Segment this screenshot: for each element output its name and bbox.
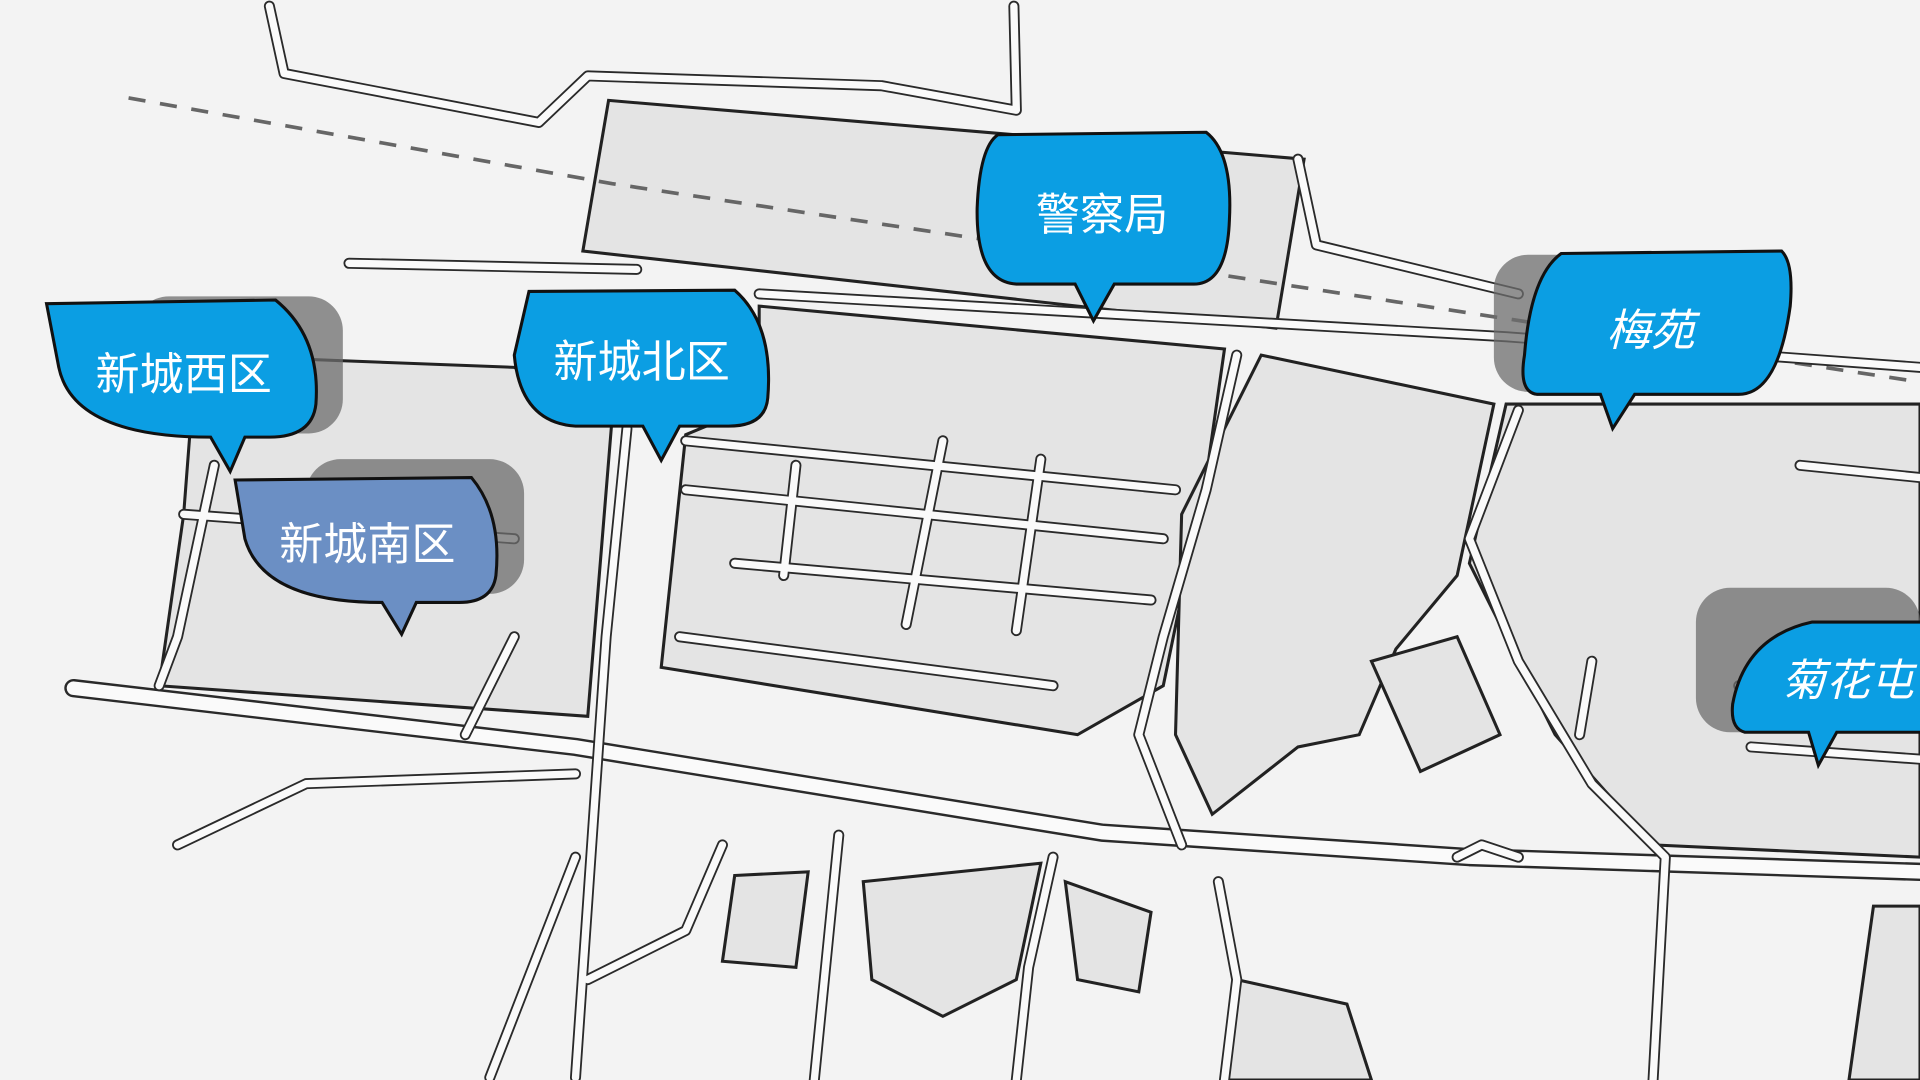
road — [1747, 743, 1920, 763]
road — [1294, 155, 1523, 298]
road — [1135, 351, 1241, 849]
marker-label: 菊花屯 — [1782, 656, 1918, 707]
road — [1012, 455, 1045, 635]
marker-juhuatun[interactable]: 菊花屯 — [1730, 620, 1920, 770]
road — [731, 559, 1155, 604]
road — [584, 841, 727, 984]
marker-label: 梅苑 — [1607, 305, 1701, 356]
road — [1453, 841, 1523, 861]
marker-xincheng-north[interactable]: 新城北区 — [512, 288, 771, 464]
road-outline — [1292, 153, 1524, 300]
marker-label: 警察局 — [1036, 190, 1168, 241]
road — [1465, 406, 1669, 1080]
road — [155, 461, 218, 690]
road — [902, 437, 947, 629]
road — [675, 633, 1057, 690]
road — [780, 461, 800, 580]
road — [345, 259, 641, 274]
marker-label: 新城南区 — [279, 520, 455, 571]
road — [682, 437, 1180, 494]
road — [1012, 853, 1057, 1080]
marker-label: 新城西区 — [96, 349, 272, 400]
road — [461, 633, 518, 739]
marker-xincheng-south[interactable]: 新城南区 — [233, 476, 499, 638]
road-outline — [582, 839, 728, 986]
railway-line — [128, 96, 1920, 384]
marker-meiyuan[interactable]: 梅苑 — [1521, 249, 1793, 433]
marker-police-station[interactable]: 警察局 — [975, 130, 1232, 325]
road — [265, 2, 1020, 127]
road — [173, 770, 580, 849]
road — [810, 831, 843, 1080]
road — [486, 853, 580, 1080]
road — [1214, 877, 1241, 1080]
road — [1796, 461, 1920, 482]
roads — [64, 0, 1920, 1080]
marker-label: 新城北区 — [553, 337, 729, 388]
road — [1575, 657, 1596, 739]
marker-xincheng-west[interactable]: 新城西区 — [44, 298, 318, 475]
road — [571, 424, 631, 1080]
